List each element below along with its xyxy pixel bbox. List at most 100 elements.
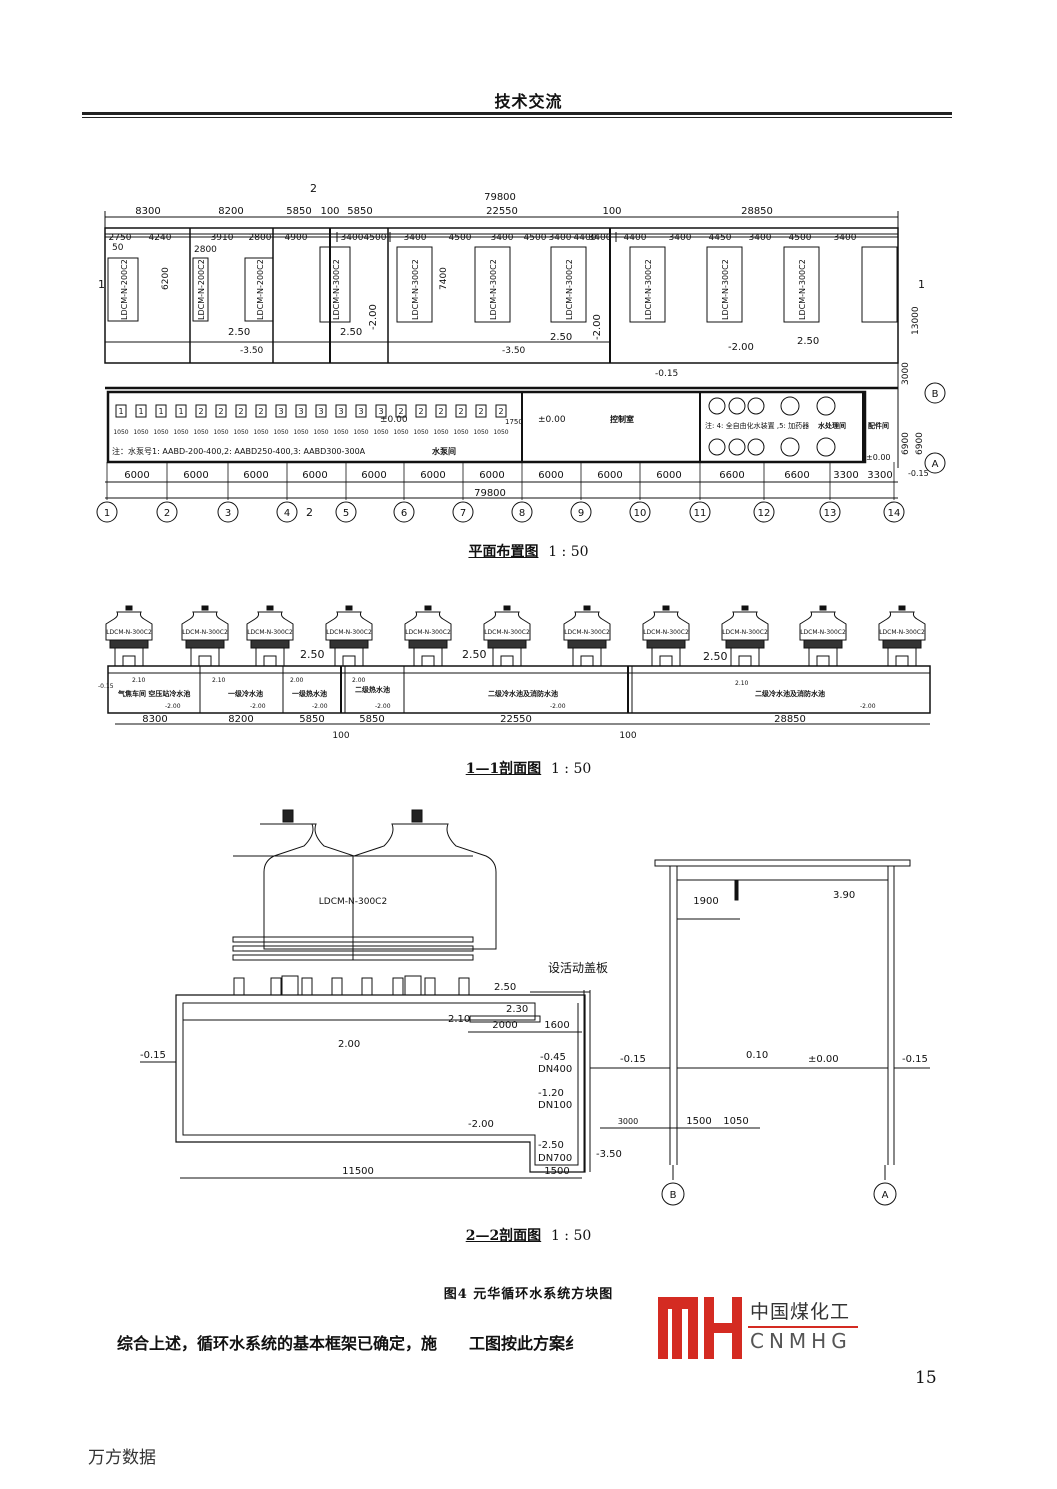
pump-spacing-dim: 1050 [173, 429, 188, 436]
grid-spacing-dim: 6000 [538, 470, 563, 481]
pump-spacing-dim: 1050 [153, 429, 168, 436]
pump-spacing-dim: 1050 [133, 429, 148, 436]
tower-model-label: LDCM-N-300C2 [332, 259, 341, 320]
axis-number: 5 [343, 508, 349, 519]
level-mark: -0.45 [540, 1052, 566, 1063]
level-mark: -3.50 [502, 346, 526, 356]
cooling-tower [721, 605, 769, 667]
pump-spacing-dim: 1050 [273, 429, 288, 436]
axis-number: 9 [578, 508, 584, 519]
sub-segment-dim: 4450 [709, 233, 732, 243]
plan-caption-title: 平面布置图 [468, 544, 539, 560]
pump-spacing-dim: 1050 [333, 429, 348, 436]
sub-segment-dim: 3400 [404, 233, 427, 243]
level-mark: 2.50 [228, 327, 250, 338]
axis-number: 7 [460, 508, 466, 519]
axis-letter: A [932, 459, 939, 470]
level-mark: 2.50 [797, 336, 819, 347]
top-segment-dim: 8200 [218, 206, 243, 217]
pump-box [435, 404, 447, 418]
pump-number: 3 [338, 407, 343, 416]
level-mark: -0.15 [902, 1054, 928, 1065]
pump-box [395, 404, 407, 418]
section-dim: 8200 [228, 714, 253, 725]
section-dim: 2000 [492, 1020, 517, 1031]
pump-box [335, 404, 347, 418]
level-mark: 2.10 [212, 677, 226, 684]
pump-number: 1 [158, 407, 163, 416]
top-segment-dim: 5850 [347, 206, 372, 217]
tower-label: LDCM-N-300C2 [182, 629, 228, 636]
axis-circle [156, 501, 178, 523]
right-dim: 6900 [915, 432, 925, 455]
level-mark: ±0.00 [380, 415, 408, 425]
section-dim: 1500 [544, 1166, 569, 1177]
pump-number: 3 [278, 407, 283, 416]
grid-spacing-dim: 6000 [183, 470, 208, 481]
pump-number: 2 [198, 407, 203, 416]
section-dim: 3000 [618, 1117, 638, 1126]
level-mark: 2.50 [494, 982, 516, 993]
pump-number: 3 [318, 407, 323, 416]
pump-number: 3 [298, 407, 303, 416]
tower-model-label: LDCM-N-200C2 [120, 259, 129, 320]
mh-logo-icon [658, 1297, 742, 1359]
cooling-tower [404, 605, 452, 667]
sub-segment-dim: 3400 [341, 233, 364, 243]
tower-label: LDCM-N-300C2 [800, 629, 846, 636]
pump-box [475, 404, 487, 418]
section-22-drawing: LDCM-N-300C2设活动盖板2.502.302.102.00-0.15-0… [140, 809, 930, 1206]
level-mark: ±0.00 [808, 1054, 839, 1065]
sub-segment-dim: 4500 [364, 233, 387, 243]
level-mark: -0.15 [140, 1050, 166, 1061]
sub-segment-dim: 3910 [211, 233, 234, 243]
axis-circle [452, 501, 474, 523]
pump-number: 1 [118, 407, 123, 416]
section-mark-2: 2 [310, 182, 317, 195]
level-mark: 3.90 [833, 890, 855, 901]
sub-segment-dim: 3400 [669, 233, 692, 243]
cooling-tower [799, 605, 847, 667]
pump-number: 2 [398, 407, 403, 416]
sub-segment-dim: 4500 [524, 233, 547, 243]
section-mark-1: 1 [98, 278, 105, 291]
tower-model-label: LDCM-N-300C2 [644, 259, 653, 320]
tower-label: LDCM-N-300C2 [319, 897, 387, 907]
pump-number: 2 [238, 407, 243, 416]
level-mark: -2.50 [538, 1140, 564, 1151]
axis-number: 10 [634, 508, 647, 519]
level-mark: 2.00 [290, 677, 304, 684]
pump-spacing-dim: 1050 [233, 429, 248, 436]
grid-spacing-dim: 6000 [302, 470, 327, 481]
level-mark: 2.30 [506, 1004, 528, 1015]
level-mark: -0.15 [98, 683, 114, 690]
section-dim: 8300 [142, 714, 167, 725]
axis-number: 11 [694, 508, 707, 519]
level-mark: -3.50 [596, 1149, 622, 1160]
pump-box [255, 404, 267, 418]
tower-label: LDCM-N-300C2 [643, 629, 689, 636]
top-segment-dim: 5850 [286, 206, 311, 217]
pool-label: 二级冷水池及消防水池 [755, 689, 825, 698]
pump-box [115, 404, 127, 418]
logo-divider [748, 1326, 858, 1328]
level-mark: -2.00 [312, 703, 328, 710]
level-mark: -1.20 [538, 1088, 564, 1099]
sub-segment-dim: 3400 [589, 233, 612, 243]
axis-letter: B [932, 389, 939, 400]
level-mark: -2.00 [728, 342, 754, 353]
pump-spacing-dim: 1050 [193, 429, 208, 436]
pool-label: 二级热水池 [355, 685, 390, 694]
level-mark: -2.00 [592, 314, 603, 340]
figure-caption: 图4 元华循环水系统方块图 [443, 1287, 614, 1302]
page-number: 15 [915, 1368, 937, 1388]
sub-segment-dim: 3400 [834, 233, 857, 243]
pump-box [155, 404, 167, 418]
pump-spacing-dim: 1050 [473, 429, 488, 436]
section-gap-dim: 100 [619, 731, 636, 741]
pump-number: 3 [378, 407, 383, 416]
cooling-tower [642, 605, 690, 667]
pump-spacing-dim: 1050 [433, 429, 448, 436]
level-mark: -2.00 [860, 703, 876, 710]
pump-number: 2 [458, 407, 463, 416]
